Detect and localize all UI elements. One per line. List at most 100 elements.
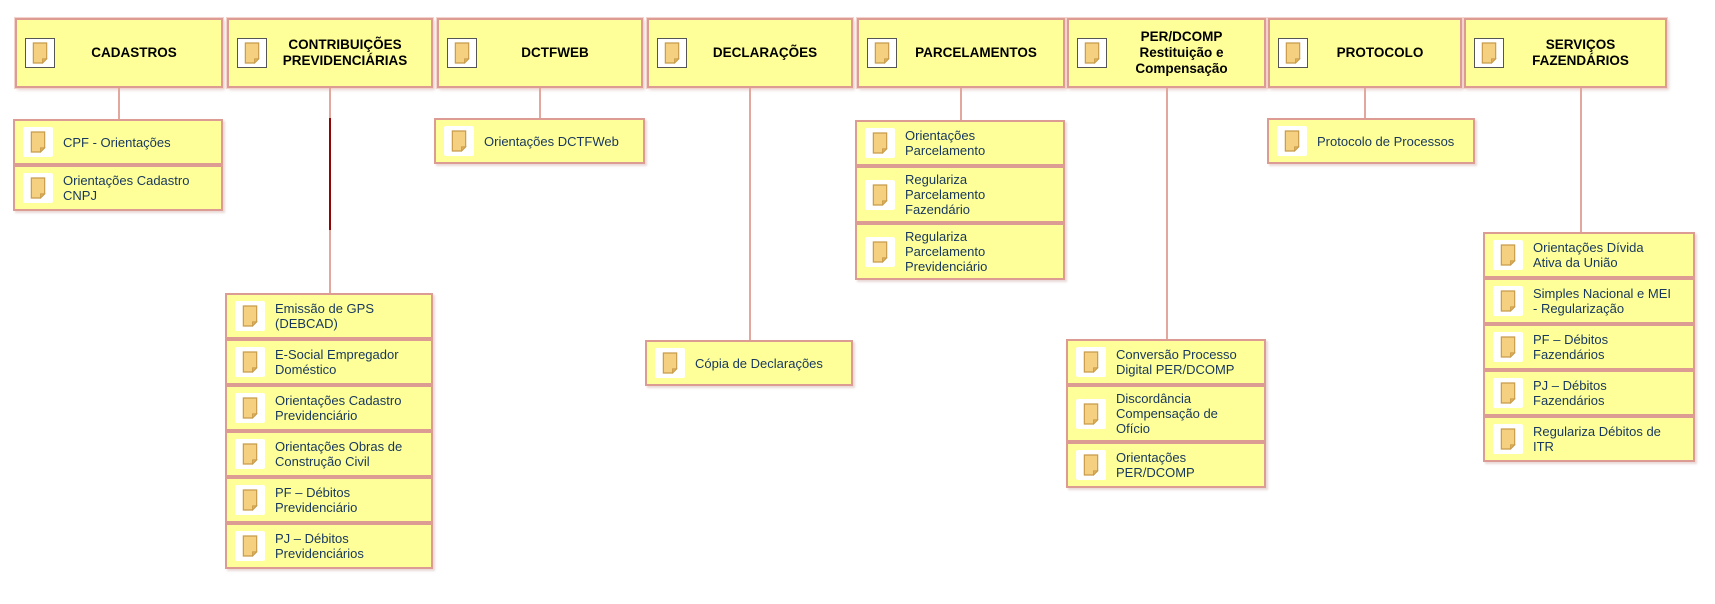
group-header-declaracoes[interactable]: DECLARAÇÕES	[647, 18, 853, 88]
group-title: PARCELAMENTOS	[915, 45, 1037, 60]
menu-item[interactable]: Orientações Parcelamento	[855, 120, 1065, 166]
group-per-dcomp: PER/DCOMP Restituição e Compensação Conv…	[1066, 18, 1266, 488]
folder-icon	[1076, 347, 1106, 377]
group-dctfweb: DCTFWEB Orientações DCTFWeb	[434, 18, 645, 164]
folder-icon	[1493, 286, 1523, 316]
group-title: SERVIÇOS FAZENDÁRIOS	[1532, 37, 1629, 68]
connector-line	[539, 88, 541, 118]
menu-item-label: E-Social Empregador Doméstico	[275, 347, 399, 377]
menu-item-label: Orientações Cadastro Previdenciário	[275, 393, 402, 423]
group-header-dctfweb[interactable]: DCTFWEB	[437, 18, 643, 88]
menu-item-label: Protocolo de Processos	[1317, 133, 1455, 149]
group-cadastros: CADASTROS CPF - Orientações Orientações …	[13, 18, 223, 211]
menu-item-label: Orientações Parcelamento	[905, 128, 986, 158]
menu-item-label: Regulariza Débitos de ITR	[1533, 424, 1661, 454]
group-children: Orientações Dívida Ativa da União Simple…	[1483, 232, 1695, 462]
menu-item-label: Simples Nacional e MEI - Regularização	[1533, 286, 1671, 316]
folder-icon	[235, 347, 265, 377]
menu-item[interactable]: PJ – Débitos Fazendários	[1483, 370, 1695, 416]
connector-line	[118, 88, 120, 119]
folder-icon	[23, 173, 53, 203]
menu-item-label: Emissão de GPS (DEBCAD)	[275, 301, 374, 331]
menu-item-label: Orientações Dívida Ativa da União	[1533, 240, 1644, 270]
folder-icon	[235, 393, 265, 423]
group-servicos-fazendarios: SERVIÇOS FAZENDÁRIOS Orientações Dívida …	[1464, 18, 1695, 462]
menu-item[interactable]: Regulariza Parcelamento Previdenciário	[855, 223, 1065, 280]
group-header-contribuicoes-previdenciarias[interactable]: CONTRIBUIÇÕES PREVIDENCIÁRIAS	[227, 18, 433, 88]
folder-icon	[25, 38, 55, 68]
group-children: CPF - Orientações Orientações Cadastro C…	[13, 119, 223, 211]
group-title: CADASTROS	[91, 45, 177, 60]
menu-item[interactable]: PJ – Débitos Previdenciários	[225, 523, 433, 569]
menu-item[interactable]: Cópia de Declarações	[645, 340, 853, 386]
menu-item[interactable]: Emissão de GPS (DEBCAD)	[225, 293, 433, 339]
folder-icon	[235, 439, 265, 469]
folder-icon	[655, 348, 685, 378]
connector-line-highlighted	[329, 88, 331, 293]
menu-item-label: Orientações PER/DCOMP	[1116, 450, 1195, 480]
connector-line	[749, 88, 751, 340]
menu-item-label: PF – Débitos Fazendários	[1533, 332, 1609, 362]
menu-item-label: Conversão Processo Digital PER/DCOMP	[1116, 347, 1237, 377]
menu-item[interactable]: Orientações PER/DCOMP	[1066, 442, 1266, 488]
group-children: Conversão Processo Digital PER/DCOMP Dis…	[1066, 339, 1266, 488]
folder-icon	[235, 485, 265, 515]
folder-icon	[235, 301, 265, 331]
folder-icon	[1493, 332, 1523, 362]
folder-icon	[865, 128, 895, 158]
group-title: PROTOCOLO	[1336, 45, 1424, 60]
menu-item[interactable]: Discordância Compensação de Ofício	[1066, 385, 1266, 442]
menu-item[interactable]: Orientações Cadastro Previdenciário	[225, 385, 433, 431]
menu-item[interactable]: PF – Débitos Previdenciário	[225, 477, 433, 523]
folder-icon	[447, 38, 477, 68]
menu-item-label: Orientações DCTFWeb	[484, 133, 619, 149]
group-header-servicos-fazendarios[interactable]: SERVIÇOS FAZENDÁRIOS	[1464, 18, 1667, 88]
menu-item[interactable]: Regulariza Débitos de ITR	[1483, 416, 1695, 462]
folder-icon	[1278, 38, 1308, 68]
group-parcelamentos: PARCELAMENTOS Orientações Parcelamento R…	[855, 18, 1065, 280]
folder-icon	[865, 179, 895, 210]
group-children: Orientações Parcelamento Regulariza Parc…	[855, 120, 1065, 280]
menu-item-label: Orientações Obras de Construção Civil	[275, 439, 403, 469]
menu-item-label: Cópia de Declarações	[695, 355, 823, 371]
folder-icon	[657, 38, 687, 68]
menu-item[interactable]: Orientações Obras de Construção Civil	[225, 431, 433, 477]
connector-line	[1364, 88, 1366, 118]
group-header-cadastros[interactable]: CADASTROS	[15, 18, 223, 88]
folder-icon	[23, 127, 53, 157]
folder-icon	[867, 38, 897, 68]
group-children: Orientações DCTFWeb	[434, 118, 645, 164]
group-header-parcelamentos[interactable]: PARCELAMENTOS	[857, 18, 1065, 88]
menu-item[interactable]: Regulariza Parcelamento Fazendário	[855, 166, 1065, 223]
folder-icon	[444, 126, 474, 156]
menu-item[interactable]: Conversão Processo Digital PER/DCOMP	[1066, 339, 1266, 385]
connector-line	[1165, 88, 1168, 339]
menu-item[interactable]: E-Social Empregador Doméstico	[225, 339, 433, 385]
folder-icon	[1076, 398, 1106, 429]
group-header-per-dcomp[interactable]: PER/DCOMP Restituição e Compensação	[1067, 18, 1266, 88]
menu-item-label: PF – Débitos Previdenciário	[275, 485, 358, 515]
folder-icon	[865, 236, 895, 267]
folder-icon	[1493, 424, 1523, 454]
menu-item[interactable]: CPF - Orientações	[13, 119, 223, 165]
menu-item-label: Regulariza Parcelamento Fazendário	[905, 172, 986, 217]
menu-item[interactable]: PF – Débitos Fazendários	[1483, 324, 1695, 370]
group-children: Emissão de GPS (DEBCAD) E-Social Emprega…	[225, 293, 433, 569]
group-header-protocolo[interactable]: PROTOCOLO	[1268, 18, 1462, 88]
menu-item[interactable]: Orientações Dívida Ativa da União	[1483, 232, 1695, 278]
menu-item[interactable]: Protocolo de Processos	[1267, 118, 1475, 164]
menu-item-label: Discordância Compensação de Ofício	[1116, 391, 1218, 436]
menu-item-label: Regulariza Parcelamento Previdenciário	[905, 229, 988, 274]
group-contribuicoes-previdenciarias: CONTRIBUIÇÕES PREVIDENCIÁRIAS Emissão de…	[225, 18, 433, 569]
folder-icon	[1076, 450, 1106, 480]
menu-item[interactable]: Simples Nacional e MEI - Regularização	[1483, 278, 1695, 324]
folder-icon	[235, 531, 265, 561]
menu-item[interactable]: Orientações DCTFWeb	[434, 118, 645, 164]
menu-item[interactable]: Orientações Cadastro CNPJ	[13, 165, 223, 211]
group-title: DCTFWEB	[521, 45, 589, 60]
connector-line	[960, 88, 962, 120]
group-title: PER/DCOMP Restituição e Compensação	[1135, 29, 1228, 76]
folder-icon	[1474, 38, 1504, 68]
folder-icon	[237, 38, 267, 68]
